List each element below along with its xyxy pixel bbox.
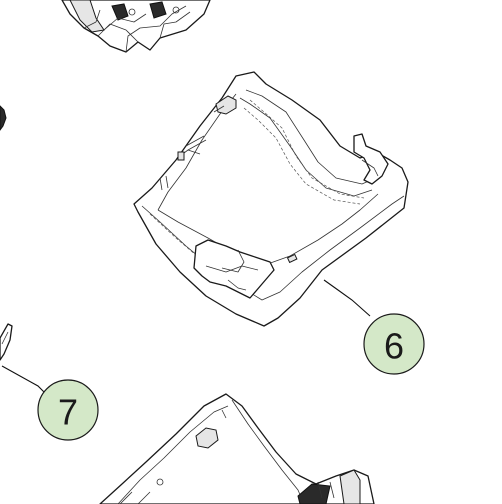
tray-housing-part xyxy=(133,71,409,327)
bracket-part-partial xyxy=(0,323,13,361)
top-component-partial xyxy=(61,0,211,53)
callout-7-label: 7 xyxy=(58,392,78,433)
callout-7: 7 xyxy=(37,379,99,441)
bottom-component-partial xyxy=(99,393,375,504)
leader-line-7 xyxy=(1,365,45,393)
callout-7-circle xyxy=(37,379,99,441)
callout-6-circle xyxy=(363,313,425,375)
left-edge-fragment xyxy=(0,105,7,131)
callout-6: 6 xyxy=(363,313,425,375)
callout-6-label: 6 xyxy=(384,326,404,367)
leader-line-6 xyxy=(323,279,371,317)
